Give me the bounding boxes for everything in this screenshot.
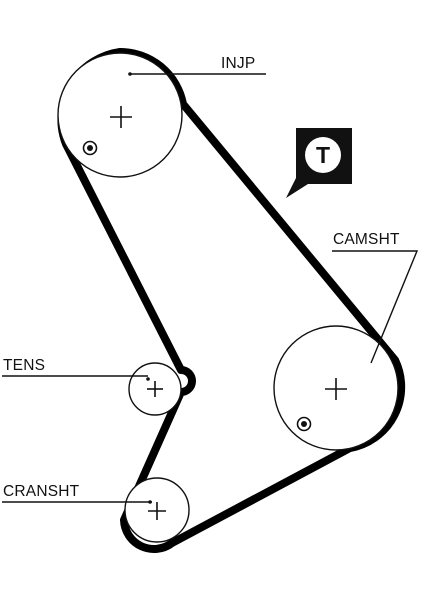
camsht-leader-line <box>332 250 419 364</box>
tens-label: TENS <box>3 357 45 374</box>
crankshaft-pulley <box>124 477 190 543</box>
injection-pump-pulley <box>57 52 183 178</box>
camsht-label: CAMSHT <box>333 231 400 248</box>
crankshaft-center-cross <box>148 502 166 520</box>
tensioner-pulley <box>128 362 182 416</box>
injection-pump-center-cross <box>110 106 132 128</box>
camshaft-timing-mark <box>296 416 312 432</box>
camshaft-center-cross <box>325 378 347 400</box>
injp-label: INJP <box>221 55 255 72</box>
tension-callout-letter: T <box>316 142 330 168</box>
tension-callout-icon: T <box>286 128 352 198</box>
tens-leader-dot <box>146 377 150 381</box>
injection-pump-timing-mark <box>82 140 98 156</box>
cransht-label: CRANSHT <box>3 483 80 500</box>
injp-leader-dot <box>128 72 132 76</box>
cransht-leader-dot <box>148 500 152 504</box>
camshaft-pulley <box>273 325 399 451</box>
tensioner-center-cross <box>147 381 163 397</box>
